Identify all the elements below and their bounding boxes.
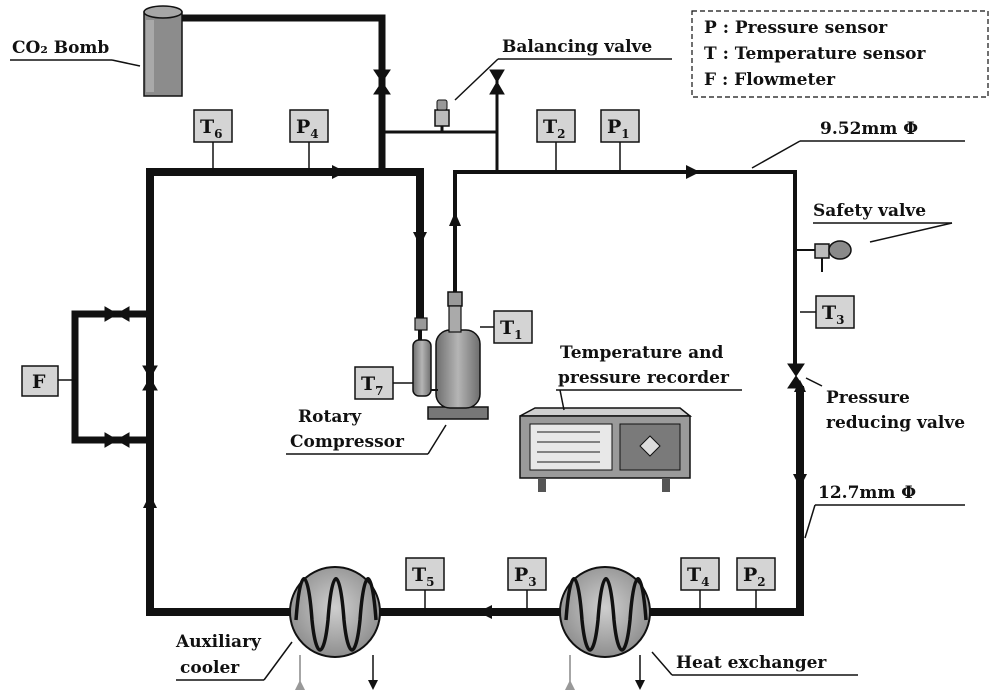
sensor-P2: P2: [736, 557, 776, 591]
sensor-T2: T2: [536, 109, 576, 143]
compressor-label-1: Rotary: [298, 407, 362, 427]
legend: P : Pressure sensor T : Temperature sens…: [691, 10, 989, 98]
safety-valve-icon: [795, 240, 852, 272]
balancing-valve-handle: [434, 99, 450, 127]
sensor-T7: T7: [354, 366, 394, 400]
heat-exchanger-icon: [559, 566, 651, 690]
sensor-P3: P3: [507, 557, 547, 591]
sensor-T3: T3: [815, 295, 855, 329]
auxiliary-cooler-icon: [289, 566, 381, 690]
sensor-P4: P4: [289, 109, 329, 143]
charge-valve: [373, 69, 391, 95]
co2-bomb-label: CO₂ Bomb: [12, 38, 109, 58]
svg-text:T5: T5: [412, 564, 435, 589]
suction-pipe: [146, 168, 424, 326]
flow-arrows: [143, 165, 807, 619]
discharge-pipe: [453, 170, 797, 372]
bypass-valve-bottom: [104, 432, 130, 448]
main-line-valve: [142, 365, 158, 391]
svg-text:P2: P2: [743, 564, 766, 589]
sensor-T5: T5: [405, 557, 445, 591]
svg-text:T2: T2: [543, 116, 566, 141]
arrow-up-discharge: [449, 212, 461, 226]
recorder-label-2: pressure recorder: [558, 368, 730, 388]
main-loop-pipe: [146, 168, 804, 616]
aux-cooler-label-2: cooler: [180, 658, 240, 678]
charge-pipe: [178, 14, 386, 176]
arrow-right-top-right: [686, 165, 700, 179]
prv-label-2: reducing valve: [826, 413, 965, 433]
pipe-network: [57, 14, 804, 616]
svg-text:T6: T6: [200, 116, 223, 141]
legend-flowmeter: F : Flowmeter: [704, 70, 836, 90]
svg-text:T1: T1: [500, 317, 523, 342]
pipe-large-label: 9.52mm Φ: [820, 119, 918, 139]
safety-valve-label: Safety valve: [813, 201, 926, 221]
arrow-down-suction: [413, 232, 427, 246]
svg-text:P1: P1: [607, 116, 630, 141]
svg-text:T3: T3: [822, 302, 845, 327]
aux-cooler-label-1: Auxiliary: [175, 632, 262, 652]
sensor-P1: P1: [600, 109, 640, 143]
compressor-label-2: Compressor: [290, 432, 405, 452]
legend-temperature: T : Temperature sensor: [704, 44, 927, 64]
valves: [104, 69, 805, 448]
arrow-down-right: [793, 474, 807, 488]
temperature-pressure-recorder: [519, 407, 693, 492]
svg-text:T4: T4: [687, 564, 710, 589]
flowmeter-label: F: [32, 371, 46, 393]
svg-text:P3: P3: [514, 564, 537, 589]
bypass-valve-top: [104, 306, 130, 322]
balancing-valve-icon: [489, 69, 505, 95]
svg-text:P4: P4: [296, 116, 319, 141]
svg-text:T7: T7: [361, 373, 384, 398]
sensor-T4: T4: [680, 557, 720, 591]
arrow-left-bottom: [478, 605, 492, 619]
legend-pressure: P : Pressure sensor: [704, 18, 888, 38]
rotary-compressor: [412, 291, 489, 420]
arrow-right-top-left: [332, 165, 346, 179]
co2-bomb: [143, 5, 183, 97]
labels: CO₂ Bomb Balancing valve 9.52mm Φ Safety…: [10, 37, 965, 681]
pressure-reducing-valve-icon: [787, 363, 805, 389]
sensor-T6: T6: [193, 109, 233, 143]
flowmeter-bypass: [71, 310, 154, 444]
recorder-label-1: Temperature and: [560, 343, 723, 363]
pipe-small-label: 12.7mm Φ: [818, 483, 916, 503]
sensor-T1: T1: [493, 310, 533, 344]
heat-exchanger-label: Heat exchanger: [676, 653, 827, 673]
flowmeter: F: [21, 365, 59, 397]
prv-label-1: Pressure: [826, 388, 910, 408]
balancing-valve-label: Balancing valve: [502, 37, 652, 57]
arrow-up-left: [143, 494, 157, 508]
